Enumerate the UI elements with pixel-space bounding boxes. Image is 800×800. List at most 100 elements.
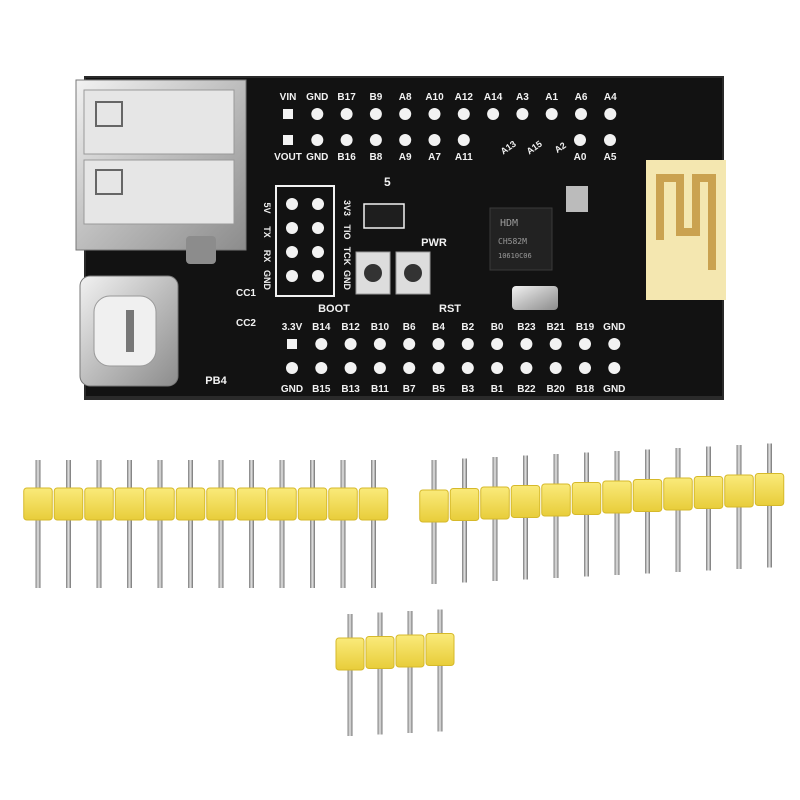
boot-label: BOOT <box>318 303 350 315</box>
top-pin-pad <box>283 109 293 119</box>
bottom-pin-label: B6 <box>403 322 416 333</box>
header-left-label: GND <box>262 270 272 291</box>
header-block <box>335 637 365 671</box>
bottom-pin-pad <box>432 362 445 374</box>
top-pin-pad <box>311 108 324 120</box>
header-block <box>175 487 206 521</box>
regulator-mark: 5 <box>384 175 391 189</box>
top-pin-label: B17 <box>337 92 356 103</box>
header-block <box>663 477 693 511</box>
bottom-pin-pad <box>491 362 504 374</box>
mid-pin-label: B16 <box>337 152 356 163</box>
rst-label: RST <box>439 303 461 315</box>
bottom-pin-pad <box>549 362 562 374</box>
top-pin-label: A10 <box>425 92 444 103</box>
left-pin-header <box>23 460 389 588</box>
bottom-pin-pad <box>403 338 416 350</box>
header-right-label: TIO <box>342 225 352 240</box>
header-block <box>754 473 785 506</box>
top-pin-label: A3 <box>516 92 529 103</box>
bottom-pin-label: B2 <box>461 322 474 333</box>
right-pin-header <box>419 443 785 584</box>
header-block <box>267 487 297 521</box>
bottom-pin-label: B13 <box>341 384 360 395</box>
header-left-label: TX <box>262 226 272 238</box>
chip-lot: 10610C06 <box>498 252 532 260</box>
crystal-large <box>512 286 558 310</box>
small-pin-header <box>335 609 455 736</box>
header-pad <box>312 198 324 210</box>
header-block <box>395 634 425 668</box>
top-pin-pad <box>428 108 441 120</box>
header-pin <box>310 460 315 588</box>
chip-brand: HDM <box>500 218 518 229</box>
bottom-pin-label: B5 <box>432 384 445 395</box>
bottom-pin-pad <box>373 338 386 350</box>
mid-pin-pad <box>340 134 353 146</box>
pcb-antenna <box>646 160 726 300</box>
top-pin-label: VIN <box>280 92 297 103</box>
bottom-pin-pad <box>579 338 591 350</box>
bottom-pin-label: B19 <box>576 322 595 333</box>
header-pad <box>312 222 324 234</box>
mid-pin-pad <box>369 134 382 146</box>
bottom-pin-pad <box>549 338 562 350</box>
mid-pin-label: A11 <box>455 152 473 163</box>
header-pin <box>407 611 413 733</box>
led-label: PB4 <box>205 375 227 387</box>
header-block <box>541 483 571 517</box>
mid-pin-pad <box>311 134 324 146</box>
header-left-label: RX <box>262 250 272 263</box>
header-pin <box>157 460 163 588</box>
top-pin-label: A6 <box>575 92 588 103</box>
bottom-pin-pad <box>461 362 474 374</box>
header-block <box>425 633 455 666</box>
mid-pin-pad <box>283 135 293 145</box>
header-pin <box>279 460 285 588</box>
bottom-pin-pad <box>344 338 357 350</box>
mid-pin-label: B8 <box>370 152 383 163</box>
top-pin-pad <box>399 108 412 120</box>
header-block <box>480 486 510 520</box>
bottom-pin-pad <box>608 338 621 350</box>
header-block <box>571 482 602 515</box>
bottom-pin-pad <box>461 338 474 350</box>
header-block <box>449 488 480 521</box>
top-pin-label: A1 <box>545 92 558 103</box>
mid-pin-label: A9 <box>399 152 412 163</box>
bottom-pin-pad <box>315 362 328 374</box>
pin-header-strips <box>23 443 785 736</box>
header-pin <box>66 460 71 588</box>
chip-model: CH582M <box>498 237 527 246</box>
bottom-pin-label: B4 <box>432 322 445 333</box>
bottom-pin-pad <box>286 362 298 374</box>
header-pad <box>312 270 324 282</box>
cc1-label: CC1 <box>236 288 256 299</box>
header-right-label: TCK <box>342 247 352 266</box>
bottom-pin-pad <box>491 338 504 350</box>
header-right-label: GND <box>342 270 352 291</box>
mid-pin-label: A7 <box>428 152 441 163</box>
bottom-pin-label: B21 <box>547 322 566 333</box>
bottom-pin-label: B0 <box>491 322 504 333</box>
bottom-pin-pad <box>344 362 357 374</box>
header-block <box>365 636 395 669</box>
ch582m-chip: HDM CH582M 10610C06 <box>489 207 553 271</box>
usb-a-port <box>75 79 247 264</box>
bottom-pin-pad <box>373 362 386 374</box>
bottom-pin-label: 3.3V <box>282 322 303 333</box>
header-pad <box>286 246 298 258</box>
header-block <box>145 487 175 521</box>
header-block <box>693 476 724 509</box>
crystal-small <box>566 186 588 212</box>
header-block <box>328 487 358 521</box>
mid-pin-pad <box>457 134 470 146</box>
top-pin-pad <box>516 108 529 120</box>
header-pin <box>188 460 193 588</box>
bottom-pin-label: B22 <box>517 384 536 395</box>
mid-pin-pad <box>574 134 586 146</box>
bottom-pin-pad <box>403 362 416 374</box>
header-pin <box>249 460 254 588</box>
